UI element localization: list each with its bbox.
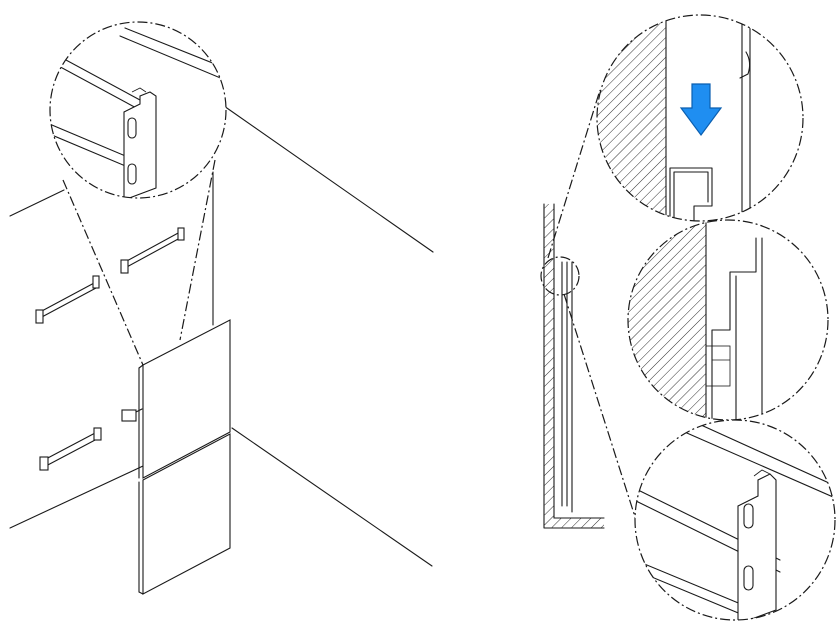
mounting-rail [35, 275, 100, 324]
lower-panel [142, 433, 231, 595]
upper-panel [142, 319, 231, 479]
arrow-down-icon [679, 83, 723, 137]
wall-edge-upper-left [9, 189, 65, 217]
detail-marker [540, 256, 580, 296]
floor-edge-right [231, 427, 433, 567]
detail-zoom-hooked [627, 219, 829, 421]
mounting-rail [39, 427, 102, 471]
detail-zoom-bracket [49, 21, 227, 199]
section-view [540, 14, 836, 621]
wall-hatch [544, 204, 554, 528]
zoom-cone-left [62, 179, 144, 366]
detail-zoom-bracket-side [634, 419, 836, 621]
wall-view [9, 21, 434, 595]
detail-zoom-hooking [596, 14, 804, 222]
floor-edge-left [9, 465, 144, 529]
zoom-cone-right [179, 159, 216, 341]
wall-edge-upper-right [223, 105, 434, 253]
mounting-rail [120, 227, 185, 274]
